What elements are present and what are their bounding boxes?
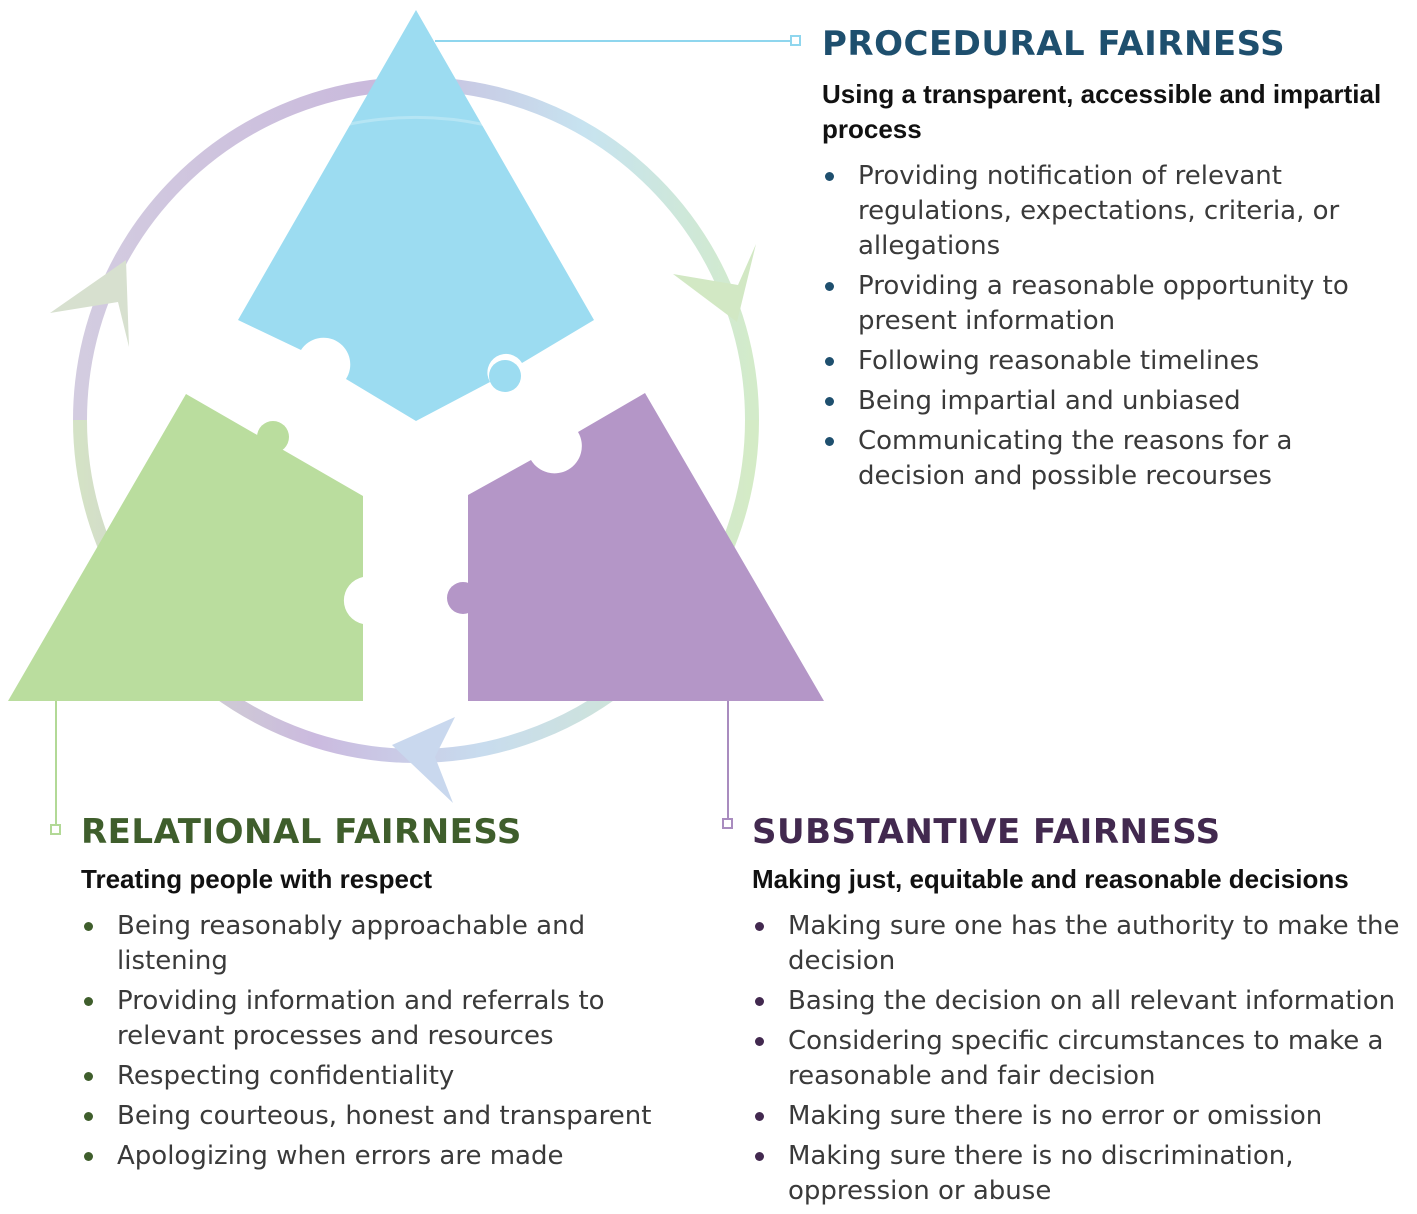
list-item-text: Being impartial and unbiased <box>858 386 1241 416</box>
list-item-text: Making sure there is no error or omissio… <box>788 1101 1323 1131</box>
substantive-puzzle-piece <box>468 393 824 701</box>
relational-title: RELATIONAL FAIRNESS <box>81 812 522 852</box>
list-item: Providing notification of relevant regul… <box>822 159 1382 264</box>
bullet-icon <box>755 997 764 1006</box>
bullet-icon <box>84 1152 93 1161</box>
list-item-text: Apologizing when errors are made <box>117 1141 564 1171</box>
list-item: Being courteous, honest and transparent <box>81 1099 701 1134</box>
list-item-text: Making sure there is no discrimination, … <box>788 1141 1294 1206</box>
list-item-text: Making sure one has the authority to mak… <box>788 911 1400 976</box>
bullet-icon <box>755 1037 764 1046</box>
relational-fairness-panel: RELATIONAL FAIRNESS Treating people with… <box>81 812 701 1179</box>
bullet-icon <box>84 922 93 931</box>
relational-connector <box>50 701 61 835</box>
cycle-arrow-right-icon <box>673 244 756 322</box>
bullet-icon <box>84 1072 93 1081</box>
procedural-puzzle-piece <box>238 10 594 421</box>
relational-subtitle: Treating people with respect <box>81 864 433 894</box>
list-item-text: Being courteous, honest and transparent <box>117 1101 652 1131</box>
procedural-subtitle: Using a transparent, accessible and impa… <box>822 79 1382 144</box>
relational-puzzle-tab <box>257 421 289 453</box>
bullet-icon <box>825 282 834 291</box>
list-item: Providing information and referrals to r… <box>81 984 701 1054</box>
list-item-text: Providing notification of relevant regul… <box>858 161 1340 261</box>
relational-puzzle-piece <box>8 394 363 701</box>
list-item: Being reasonably approachable and listen… <box>81 909 701 979</box>
list-item: Making sure one has the authority to mak… <box>752 909 1412 979</box>
cycle-ring-overlay <box>344 116 487 127</box>
list-item: Considering specific circumstances to ma… <box>752 1024 1412 1094</box>
bullet-icon <box>755 1152 764 1161</box>
cycle-arrow-left-icon <box>50 260 129 347</box>
list-item: Apologizing when errors are made <box>81 1139 701 1174</box>
list-item-text: Following reasonable timelines <box>858 346 1260 376</box>
list-item-text: Providing a reasonable opportunity to pr… <box>858 271 1349 336</box>
relational-list: Being reasonably approachable and listen… <box>81 909 701 1174</box>
substantive-connector <box>722 701 733 829</box>
substantive-fairness-panel: SUBSTANTIVE FAIRNESS Making just, equita… <box>752 812 1412 1214</box>
bullet-icon <box>84 1112 93 1121</box>
substantive-puzzle-tab <box>447 582 479 614</box>
substantive-title: SUBSTANTIVE FAIRNESS <box>752 812 1221 852</box>
procedural-title: PROCEDURAL FAIRNESS <box>822 24 1286 64</box>
cycle-arrow-bottom-icon <box>392 717 455 803</box>
list-item-text: Providing information and referrals to r… <box>117 986 605 1051</box>
list-item: Basing the decision on all relevant info… <box>752 984 1412 1019</box>
bullet-icon <box>825 437 834 446</box>
list-item: Following reasonable timelines <box>822 344 1382 379</box>
list-item: Making sure there is no error or omissio… <box>752 1099 1412 1134</box>
bullet-icon <box>825 397 834 406</box>
list-item-text: Being reasonably approachable and listen… <box>117 911 586 976</box>
list-item: Making sure there is no discrimination, … <box>752 1139 1412 1209</box>
bullet-icon <box>84 997 93 1006</box>
list-item: Providing a reasonable opportunity to pr… <box>822 269 1382 339</box>
list-item-text: Basing the decision on all relevant info… <box>788 986 1396 1016</box>
list-item: Respecting confidentiality <box>81 1059 701 1094</box>
substantive-list: Making sure one has the authority to mak… <box>752 909 1412 1209</box>
bullet-icon <box>825 172 834 181</box>
list-item-text: Considering specific circumstances to ma… <box>788 1026 1384 1091</box>
procedural-connector <box>435 35 801 46</box>
list-item: Being impartial and unbiased <box>822 384 1382 419</box>
list-item: Communicating the reasons for a decision… <box>822 424 1382 494</box>
substantive-subtitle: Making just, equitable and reasonable de… <box>752 864 1349 894</box>
procedural-list: Providing notification of relevant regul… <box>822 159 1382 494</box>
procedural-fairness-panel: PROCEDURAL FAIRNESS Using a transparent,… <box>822 24 1382 499</box>
procedural-puzzle-tab <box>489 360 521 392</box>
list-item-text: Respecting confidentiality <box>117 1061 455 1091</box>
bullet-icon <box>755 1112 764 1121</box>
list-item-text: Communicating the reasons for a decision… <box>858 426 1293 491</box>
bullet-icon <box>755 922 764 931</box>
bullet-icon <box>825 357 834 366</box>
